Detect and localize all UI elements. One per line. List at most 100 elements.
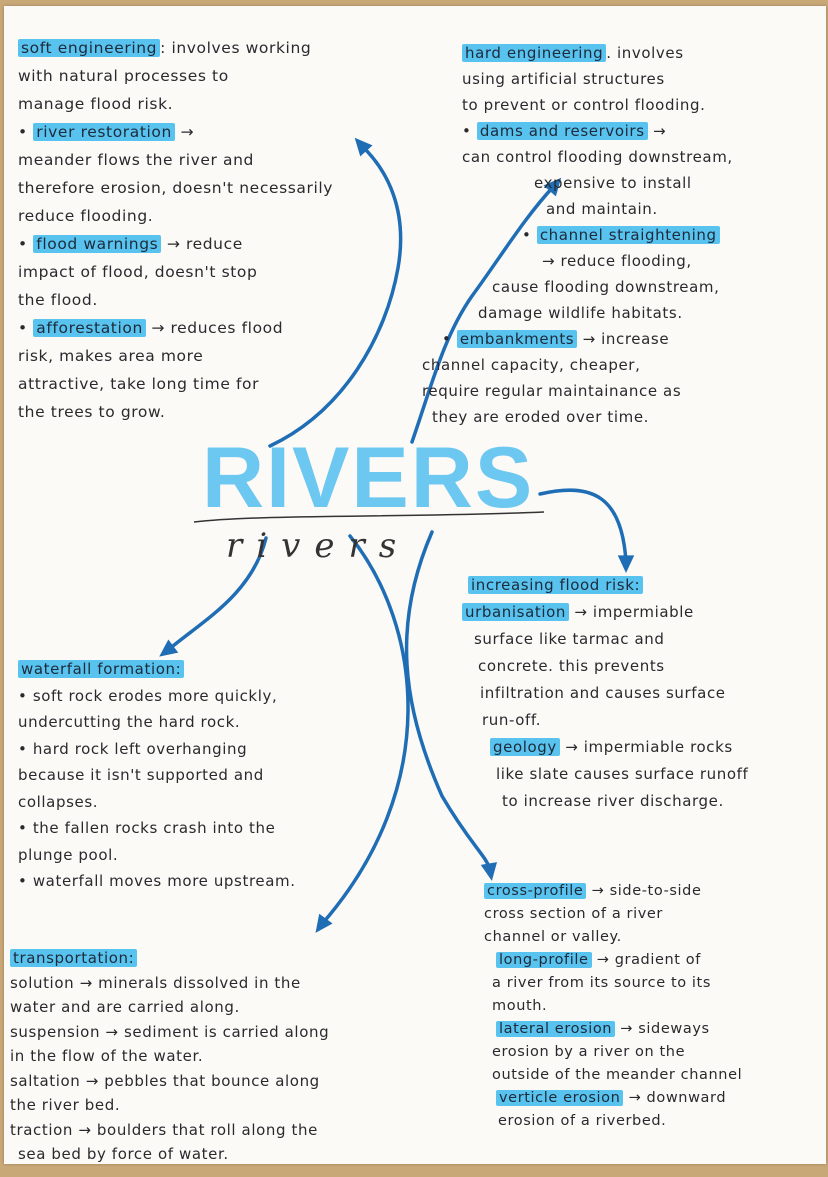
note-line: expensive to install <box>534 170 805 196</box>
arrowhead-icon <box>159 639 179 657</box>
note-text: • waterfall moves more upstream. <box>18 872 296 890</box>
note-text: infiltration and causes surface <box>480 684 726 702</box>
arrow-to-hard-engineering <box>410 177 562 444</box>
highlighted-term: verticle erosion <box>496 1090 624 1106</box>
note-text: traction → boulders that roll along the <box>10 1120 318 1139</box>
note-line: • flood warnings → reduce <box>18 230 333 258</box>
title-rivers: RIVERS <box>202 430 535 526</box>
note-line: soft engineering: involves working <box>18 34 333 62</box>
note-text: undercutting the hard rock. <box>18 713 241 731</box>
note-line: channel or valley. <box>484 926 734 949</box>
hard-engineering-section: hard engineering. involves using artifici… <box>422 40 733 430</box>
note-line: the river bed. <box>10 1093 329 1118</box>
note-text: risk, makes area more <box>18 347 204 365</box>
note-text: : involves working <box>160 39 312 57</box>
note-text: damage wildlife habitats. <box>478 304 683 322</box>
note-line: • dams and reservoirs → <box>462 118 733 144</box>
note-line: cross-profile → side-to-side <box>484 880 734 903</box>
note-line: can control flooding downstream, <box>462 144 733 170</box>
note-line: attractive, take long time for <box>18 370 333 398</box>
highlighted-term: river restoration <box>33 123 175 141</box>
note-text: require regular maintainance as <box>422 382 682 400</box>
note-text: solution → minerals dissolved in the <box>10 973 301 992</box>
note-line: to prevent or control flooding. <box>462 92 733 118</box>
note-text: the flood. <box>18 291 98 309</box>
note-text: → increase <box>577 330 670 348</box>
arrow-to-flood-risk <box>538 488 635 573</box>
note-text: the river bed. <box>10 1096 121 1114</box>
note-line: cause flooding downstream, <box>492 274 763 300</box>
note-text: with natural processes to <box>18 67 229 85</box>
note-line: because it isn't supported and <box>18 762 296 789</box>
note-line: channel capacity, cheaper, <box>422 352 693 378</box>
note-text: → gradient of <box>591 952 701 968</box>
note-text: they are eroded over time. <box>432 408 650 426</box>
note-text: channel capacity, cheaper, <box>422 356 641 374</box>
note-line: erosion of a riverbed. <box>498 1110 748 1133</box>
note-text: collapses. <box>18 792 99 811</box>
arrowhead-icon <box>354 137 373 157</box>
title-script: rivers <box>226 526 411 566</box>
highlighted-term: geology <box>490 738 560 756</box>
note-line: lateral erosion → sideways <box>496 1018 746 1041</box>
highlighted-term: hard engineering <box>462 44 607 62</box>
note-line: like slate causes surface runoff <box>496 761 748 788</box>
note-line: risk, makes area more <box>18 342 333 370</box>
note-text: expensive to install <box>534 174 692 192</box>
note-line: surface like tarmac and <box>474 626 726 653</box>
note-line: hard engineering. involves <box>462 40 733 66</box>
note-line: solution → minerals dissolved in the <box>10 971 329 996</box>
note-text: cross section of a river <box>484 906 663 922</box>
note-line: therefore erosion, doesn't necessarily <box>18 174 333 202</box>
note-text: a river from its source to its <box>492 975 711 991</box>
note-text: → reduce flooding, <box>542 252 692 270</box>
note-text: → sideways <box>615 1021 710 1037</box>
note-text: erosion by a river on the <box>492 1044 686 1060</box>
highlighted-term: soft engineering <box>18 39 161 57</box>
highlighted-term: flood warnings <box>33 235 162 253</box>
note-text: → impermiable rocks <box>559 738 733 756</box>
note-text: manage flood risk. <box>18 95 174 113</box>
highlighted-term: cross-profile <box>484 883 587 899</box>
arrows-layer <box>159 137 635 933</box>
note-line: and maintain. <box>546 196 817 222</box>
note-line: • embankments → increase <box>442 326 713 352</box>
bullet: • <box>18 235 34 253</box>
note-line: mouth. <box>492 995 742 1018</box>
note-line: → reduce flooding, <box>542 248 813 274</box>
note-line: • soft rock erodes more quickly, <box>18 683 296 710</box>
note-text: outside of the meander channel <box>492 1067 743 1083</box>
note-line: outside of the meander channel <box>492 1064 742 1087</box>
arrow-to-profiles <box>404 530 498 881</box>
soft-engineering-section: soft engineering: involves working with n… <box>18 34 333 426</box>
note-text: mouth. <box>492 998 548 1014</box>
note-line: waterfall formation: <box>18 656 296 683</box>
note-line: with natural processes to <box>18 62 333 90</box>
highlighted-term: lateral erosion <box>496 1021 616 1037</box>
note-line: • river restoration → <box>18 118 333 146</box>
note-text: erosion of a riverbed. <box>498 1113 667 1129</box>
note-line: long-profile → gradient of <box>496 949 746 972</box>
highlighted-term: embankments <box>456 330 578 348</box>
note-text: plunge pool. <box>18 845 119 864</box>
waterfall-section: waterfall formation:• soft rock erodes m… <box>18 656 296 895</box>
note-text: • hard rock left overhanging <box>18 739 248 758</box>
note-line: the trees to grow. <box>18 398 333 426</box>
note-line: meander flows the river and <box>18 146 333 174</box>
note-line: manage flood risk. <box>18 90 333 118</box>
arrowhead-icon <box>315 913 333 933</box>
note-text: cause flooding downstream, <box>492 278 720 296</box>
bullet: • <box>18 123 34 141</box>
note-line: traction → boulders that roll along the <box>10 1118 329 1143</box>
note-text: using artificial structures <box>462 70 665 88</box>
note-text: sea bed by force of water. <box>18 1145 229 1163</box>
note-line: concrete. this prevents <box>478 653 730 680</box>
profiles-erosion-section: cross-profile → side-to-side cross sectio… <box>484 880 742 1133</box>
note-text: reduce flooding. <box>18 207 154 225</box>
note-text: surface like tarmac and <box>474 630 665 648</box>
highlighted-term: dams and reservoirs <box>476 122 648 140</box>
arrow-to-transportation <box>315 534 410 933</box>
note-text: • the fallen rocks crash into the <box>18 819 276 837</box>
note-line: a river from its source to its <box>492 972 742 995</box>
note-line: the flood. <box>18 286 333 314</box>
